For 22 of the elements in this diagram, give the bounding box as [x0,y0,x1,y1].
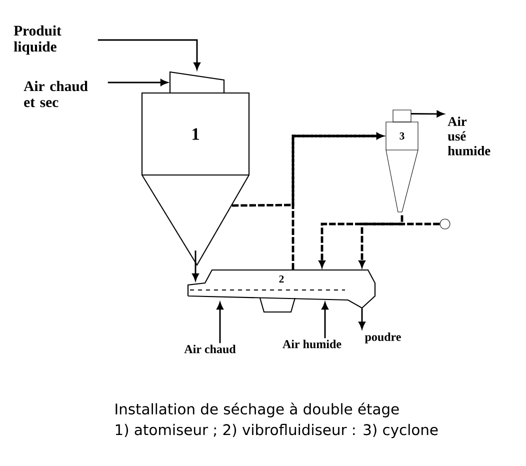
label-text: poudre [364,332,401,344]
arrow [98,39,200,70]
drying-chamber: 1 [141,92,250,266]
arrow [216,302,224,344]
label-text: Produit liquide [14,25,62,55]
cyclone-drawing: 3 [386,110,418,212]
arrow [318,222,440,268]
caption: 1) atomiseur ; 2) vibrofluidiseur : 3) cyclone [116,424,438,438]
label-text: Air usé humide [448,116,490,156]
arrow [108,79,168,86]
caption: Installation de séchage à double étage [116,402,399,418]
arrow [358,215,404,268]
valve-circle [440,218,450,230]
arrow [358,308,366,330]
label-text: Air chaud [184,344,236,354]
atomiser-head [169,71,225,94]
label-text: Air chaud et sec [24,80,88,108]
arrow [192,250,199,281]
arrow [411,110,444,118]
arrow [322,302,328,338]
label-text: Air humide [282,340,342,348]
arrow [292,132,384,270]
